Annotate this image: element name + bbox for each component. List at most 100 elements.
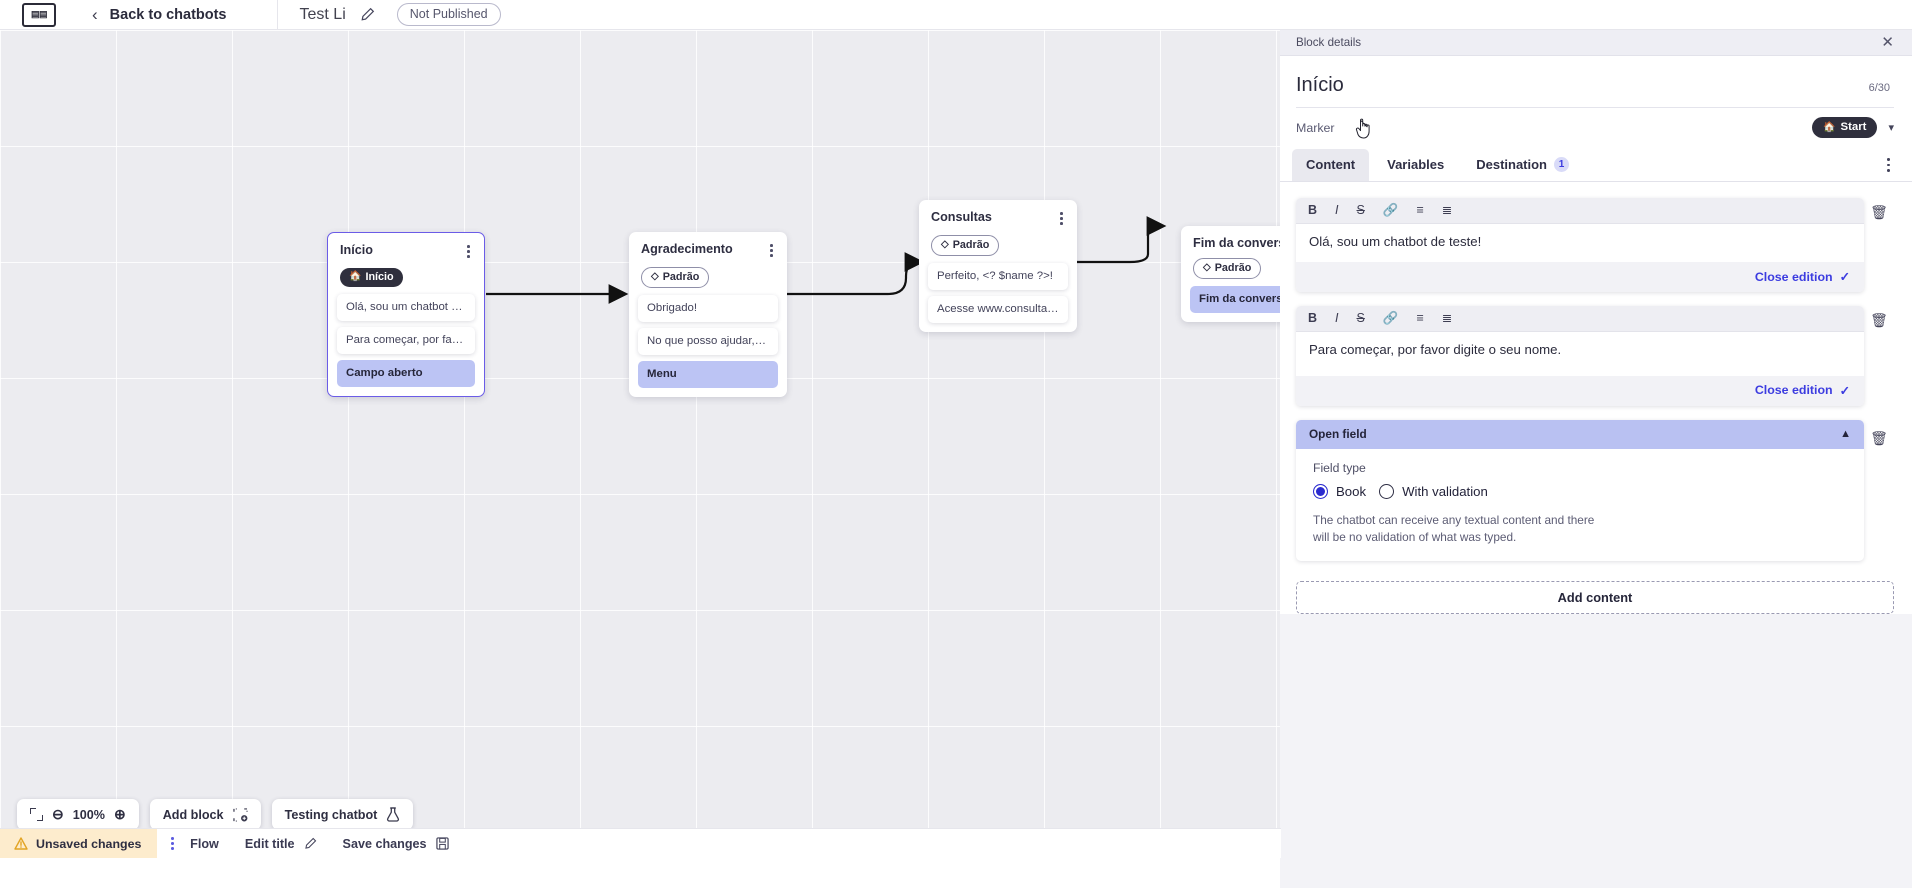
text-editor[interactable]: B I S 🔗 ≡ ≣ Para começar, por favor digi…	[1296, 306, 1864, 406]
tab-destination[interactable]: Destination 1	[1462, 149, 1583, 181]
content-tabs: Content Variables Destination 1	[1280, 149, 1912, 182]
node-kebab-icon[interactable]	[767, 242, 776, 259]
fit-screen-icon[interactable]	[30, 808, 43, 821]
bold-icon[interactable]: B	[1308, 311, 1318, 326]
text-editor[interactable]: B I S 🔗 ≡ ≣ Olá, sou um chatbot de teste…	[1296, 198, 1864, 293]
flow-node-agradecimento[interactable]: Agradecimento ◇ Padrão Obrigado! No que …	[629, 232, 787, 397]
zoom-out-icon[interactable]: ⊖	[52, 806, 64, 822]
bold-icon[interactable]: B	[1308, 203, 1318, 217]
testing-chatbot-label: Testing chatbot	[284, 807, 378, 822]
node-message[interactable]: Perfeito, <? $name ?>!	[928, 262, 1068, 290]
strikethrough-icon[interactable]: S	[1356, 203, 1365, 217]
numbered-list-icon[interactable]: ≣	[1441, 203, 1453, 217]
node-message[interactable]: Para começar, por favor digite o ...	[337, 326, 475, 354]
close-edition-button[interactable]: Close edition ✓	[1296, 375, 1864, 406]
content-item-text-1: B I S 🔗 ≡ ≣ Olá, sou um chatbot de teste…	[1296, 198, 1894, 306]
node-message-accent[interactable]: Campo aberto	[337, 359, 475, 387]
radio-option-book[interactable]: Book	[1313, 483, 1367, 499]
radio-icon-unselected[interactable]	[1379, 483, 1395, 499]
tag-icon: ◇	[941, 238, 949, 250]
chevron-up-icon[interactable]: ▲	[1840, 427, 1851, 440]
close-icon[interactable]: ✕	[1881, 34, 1894, 51]
save-changes-label: Save changes	[342, 836, 427, 851]
trash-icon[interactable]: 🗑	[1870, 429, 1888, 446]
close-edition-label: Close edition	[1754, 383, 1833, 398]
zoom-level-label: 100%	[72, 807, 105, 822]
node-header: Agradecimento	[638, 242, 778, 259]
close-edition-button[interactable]: Close edition ✓	[1296, 262, 1864, 293]
unsaved-changes-badge: Unsaved changes	[0, 828, 158, 858]
home-icon: 🏠	[349, 270, 362, 282]
top-bar: ▤▤ ‹ Back to chatbots Test Li Not Publis…	[0, 0, 1912, 30]
node-header: Consultas	[928, 210, 1068, 227]
editor-text[interactable]: Olá, sou um chatbot de teste!	[1296, 223, 1864, 263]
node-message-accent[interactable]: Fim da conversa	[1190, 286, 1281, 313]
node-title: Fim da conversa	[1193, 236, 1281, 250]
pencil-icon	[304, 837, 316, 849]
block-details-bar: Block details ✕	[1280, 30, 1912, 56]
radio-option-with-validation[interactable]: With validation	[1379, 483, 1488, 499]
marker-label: Marker	[1296, 120, 1335, 135]
numbered-list-icon[interactable]: ≣	[1441, 311, 1453, 326]
chatbot-title: Test Li	[299, 5, 346, 23]
save-disk-icon	[435, 837, 449, 850]
bullet-list-icon[interactable]: ≡	[1416, 203, 1424, 217]
marker-pill[interactable]: 🏠 Start	[1812, 117, 1878, 138]
back-chevron-icon[interactable]: ‹	[92, 5, 98, 24]
node-message-accent[interactable]: Menu	[638, 360, 778, 388]
tab-destination-label: Destination	[1476, 157, 1548, 172]
warning-icon	[14, 837, 28, 850]
link-icon[interactable]: 🔗	[1382, 311, 1399, 326]
content-overflow-kebab-icon[interactable]	[1883, 154, 1894, 176]
flow-node-consultas[interactable]: Consultas ◇ Padrão Perfeito, <? $name ?>…	[919, 200, 1077, 332]
tab-content[interactable]: Content	[1292, 149, 1370, 181]
add-block-button[interactable]: Add block	[149, 799, 261, 830]
pencil-icon[interactable]	[360, 7, 375, 22]
flow-button[interactable]: Flow	[190, 837, 219, 851]
save-changes-button[interactable]: Save changes	[343, 837, 449, 851]
zoom-control[interactable]: ⊖ 100% ⊕	[17, 799, 139, 830]
radio-label: Book	[1336, 483, 1367, 499]
node-message[interactable]: Obrigado!	[638, 294, 778, 322]
check-icon: ✓	[1839, 270, 1850, 285]
open-field-body: Field type Book With validation The	[1296, 449, 1864, 561]
edit-title-button[interactable]: Edit title	[245, 837, 317, 851]
app-logo-icon[interactable]: ▤▤	[22, 2, 56, 27]
node-kebab-icon[interactable]	[464, 243, 473, 260]
link-icon[interactable]: 🔗	[1382, 203, 1399, 217]
node-message[interactable]: No que posso ajudar, <? $name ...	[638, 327, 778, 355]
node-kebab-icon[interactable]	[1057, 210, 1066, 227]
node-tag: 🏠 Início	[340, 267, 403, 287]
flow-canvas[interactable]: Início 🏠 Início Olá, sou um chatbot de t…	[0, 30, 1281, 858]
editor-text[interactable]: Para começar, por favor digite o seu nom…	[1296, 331, 1864, 376]
unsaved-changes-label: Unsaved changes	[36, 836, 142, 851]
strikethrough-icon[interactable]: S	[1356, 311, 1365, 326]
open-field-title: Open field	[1309, 426, 1367, 441]
block-title: Início	[1296, 74, 1344, 96]
trash-icon[interactable]: 🗑	[1870, 204, 1888, 220]
marker-select[interactable]: 🏠 Start ▾	[1812, 117, 1894, 138]
back-to-chatbots-link[interactable]: Back to chatbots	[109, 6, 227, 23]
tag-icon: ◇	[651, 270, 659, 282]
node-message[interactable]: Acesse www.consultas.com par...	[928, 295, 1068, 323]
italic-icon[interactable]: I	[1335, 203, 1339, 217]
open-field-header[interactable]: Open field ▲	[1296, 419, 1864, 449]
add-content-button[interactable]: Add content	[1296, 580, 1894, 614]
add-block-icon	[232, 807, 248, 822]
radio-icon-selected[interactable]	[1313, 483, 1328, 499]
panel-body: Início 6/30 Marker 🏠 Start ▾ Content Var…	[1280, 56, 1912, 614]
node-message[interactable]: Olá, sou um chatbot de teste!	[337, 293, 475, 321]
flow-node-fim-da-conversa[interactable]: Fim da conversa ◇ Padrão Fim da conversa	[1181, 226, 1281, 322]
zoom-in-icon[interactable]: ⊕	[113, 806, 126, 822]
right-panel: General information Builder Channels Blo…	[1280, 0, 1912, 888]
testing-chatbot-button[interactable]: Testing chatbot	[271, 799, 414, 830]
tab-variables[interactable]: Variables	[1373, 149, 1458, 181]
open-field-card[interactable]: Open field ▲ Field type Book W	[1296, 419, 1864, 561]
italic-icon[interactable]: I	[1335, 311, 1339, 326]
chevron-down-icon[interactable]: ▾	[1888, 122, 1894, 134]
statusbar-kebab-icon[interactable]	[171, 836, 175, 851]
trash-icon[interactable]: 🗑	[1870, 312, 1888, 329]
bullet-list-icon[interactable]: ≡	[1416, 311, 1424, 326]
node-tag-label: Padrão	[952, 238, 990, 251]
flow-node-inicio[interactable]: Início 🏠 Início Olá, sou um chatbot de t…	[327, 232, 485, 397]
